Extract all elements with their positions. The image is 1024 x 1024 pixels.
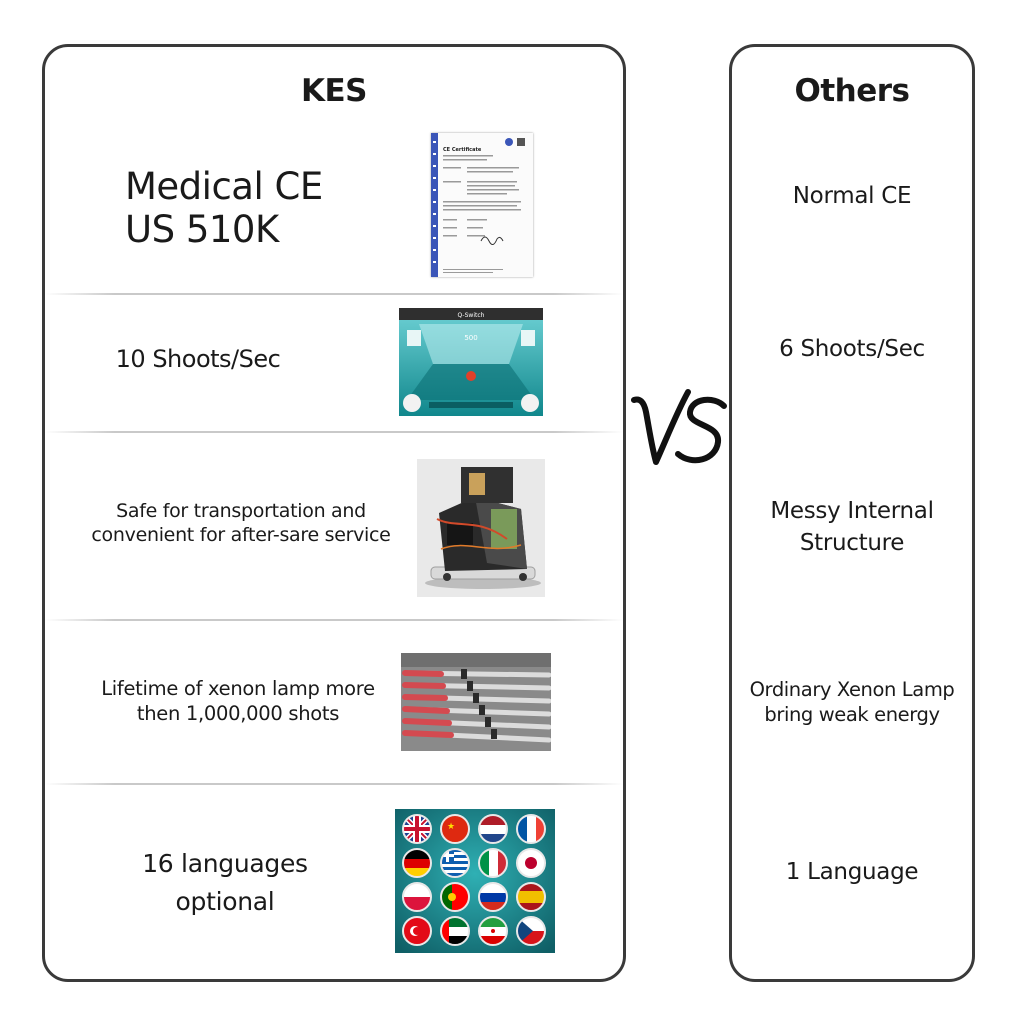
others-row-3-line-2: Structure xyxy=(799,529,905,556)
flag-poland-icon xyxy=(403,883,431,911)
kes-row-2-text: 10 Shoots/Sec xyxy=(115,345,281,373)
q-switch-screen-image: Q-Switch 500 xyxy=(399,308,543,416)
others-row-4-line-2: bring weak energy xyxy=(764,703,940,727)
flag-iran-icon xyxy=(479,917,507,945)
others-row-4-text: Ordinary Xenon Lamp bring weak energy xyxy=(732,677,972,728)
kes-column: KES Medical CE US 510K CE Certificate xyxy=(42,44,626,982)
kes-row-3-line-2: convenient for after-sare service xyxy=(91,524,391,547)
vs-lettering xyxy=(626,378,729,478)
kes-row-1-text: Medical CE US 510K xyxy=(125,165,323,252)
flag-france-icon xyxy=(517,815,545,843)
others-row-1-text: Normal CE xyxy=(792,183,912,209)
kes-row-1-line-2: US 510K xyxy=(125,208,279,252)
row-divider xyxy=(45,783,623,785)
xenon-lamps-image xyxy=(401,653,551,751)
kes-row-4-text: Lifetime of xenon lamp more then 1,000,0… xyxy=(93,677,383,727)
vs-script-icon xyxy=(631,389,727,465)
touch-screen-ui-icon: Q-Switch 500 xyxy=(399,308,543,416)
kes-row-3-line-1: Safe for transportation and xyxy=(116,500,366,522)
kes-row-5-line-1: 16 languages xyxy=(142,849,308,878)
kes-row-1-line-1: Medical CE xyxy=(125,165,323,208)
kes-header: KES xyxy=(300,73,368,109)
row-divider xyxy=(45,431,623,433)
flag-netherlands-icon xyxy=(479,815,507,843)
kes-row-3-text: Safe for transportation and convenient f… xyxy=(71,499,411,548)
kes-row-5-line-2: optional xyxy=(175,886,275,916)
others-row-3-text: Messy Internal Structure xyxy=(732,496,972,559)
others-row-2-text: 6 Shoots/Sec xyxy=(779,336,925,362)
flag-portugal-icon xyxy=(441,883,469,911)
flag-germany-icon xyxy=(403,849,431,877)
certificate-document-icon: CE Certificate xyxy=(431,133,533,277)
flag-italy-icon xyxy=(479,849,507,877)
flag-rims xyxy=(402,814,546,946)
others-row-3-line-1: Messy Internal xyxy=(770,498,934,524)
row-divider xyxy=(45,293,623,295)
machine-chassis-icon xyxy=(417,459,545,597)
svg-text:Q-Switch: Q-Switch xyxy=(458,312,485,319)
kes-row-5-text: 16 languages optional xyxy=(105,845,345,920)
internal-structure-image xyxy=(417,459,545,597)
svg-text:★: ★ xyxy=(447,822,455,832)
language-flags-grid: ★ xyxy=(395,809,555,953)
flag-spain-icon xyxy=(517,883,545,911)
kes-row-4-line-1: Lifetime of xenon lamp more xyxy=(101,677,375,700)
ce-certificate-image: CE Certificate xyxy=(431,133,533,277)
svg-text:CE Certificate: CE Certificate xyxy=(443,147,482,153)
others-column: Others Normal CE 6 Shoots/Sec Messy Inte… xyxy=(729,44,975,982)
others-header: Others xyxy=(794,73,910,109)
others-row-4-line-1: Ordinary Xenon Lamp xyxy=(749,678,955,701)
flag-russia-icon xyxy=(479,883,507,911)
others-row-5-text: 1 Language xyxy=(785,859,919,885)
xenon-lamp-tubes-icon xyxy=(401,653,551,751)
flag-uae-icon xyxy=(441,917,469,945)
svg-text:500: 500 xyxy=(464,334,477,342)
language-flags-image: ★ xyxy=(395,809,555,953)
flag-czech-icon xyxy=(517,917,545,945)
kes-row-4-line-2: then 1,000,000 shots xyxy=(136,701,340,725)
row-divider xyxy=(45,619,623,621)
